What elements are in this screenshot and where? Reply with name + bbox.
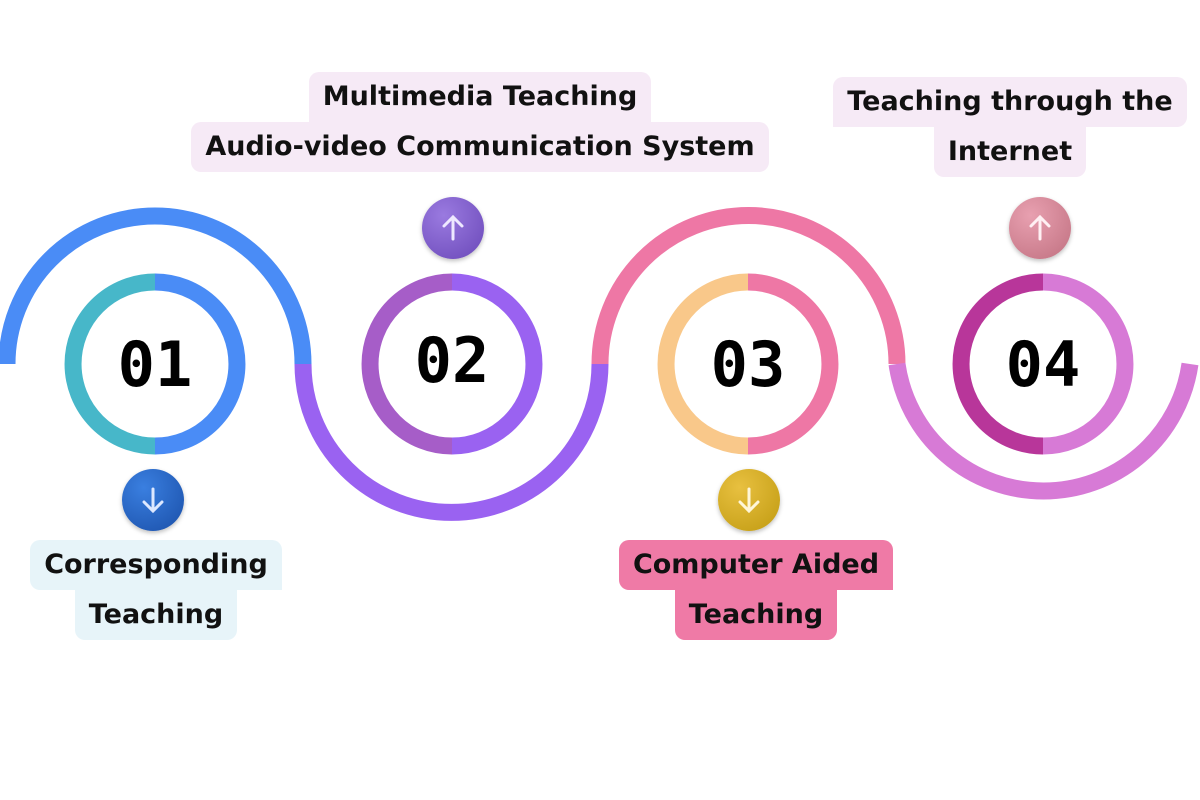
- step-number-2: 02: [414, 324, 490, 397]
- step-number-1: 01: [117, 328, 193, 401]
- step-number-4: 04: [1005, 328, 1081, 401]
- label-line: Audio-video Communication System: [191, 122, 769, 172]
- wave-arc-1: [0, 207, 312, 365]
- ring-1-right: [154, 273, 246, 455]
- step-number-3: 03: [710, 328, 786, 401]
- arrow-up-icon: [422, 197, 484, 259]
- label-line: Computer Aided: [618, 540, 894, 590]
- arrow-down-icon: [718, 469, 780, 531]
- wave-arc-4: [888, 362, 1199, 500]
- ring-2-left: [361, 273, 453, 455]
- label-line: Teaching through the: [833, 77, 1187, 127]
- step-label-1: Corresponding Teaching: [0, 540, 312, 640]
- ring-2-right: [451, 273, 543, 455]
- ring-3-left: [657, 273, 749, 455]
- label-line: Corresponding: [30, 540, 282, 590]
- wave-arc-2: [294, 363, 609, 521]
- ring-1-left: [64, 273, 156, 455]
- arrow-up-icon: [1009, 197, 1071, 259]
- ring-4-left: [952, 273, 1044, 455]
- ring-3-right: [747, 273, 839, 455]
- label-line: Teaching: [674, 590, 838, 640]
- ring-4-right: [1042, 273, 1134, 455]
- step-label-4: Teaching through the Internet: [815, 77, 1200, 177]
- label-line: Multimedia Teaching: [308, 72, 652, 122]
- wave-arc-3: [591, 207, 906, 365]
- arrow-down-icon: [122, 469, 184, 531]
- label-line: Internet: [933, 127, 1087, 177]
- step-label-2: Multimedia Teaching Audio-video Communic…: [160, 72, 800, 172]
- step-label-3: Computer Aided Teaching: [606, 540, 906, 640]
- label-line: Teaching: [74, 590, 238, 640]
